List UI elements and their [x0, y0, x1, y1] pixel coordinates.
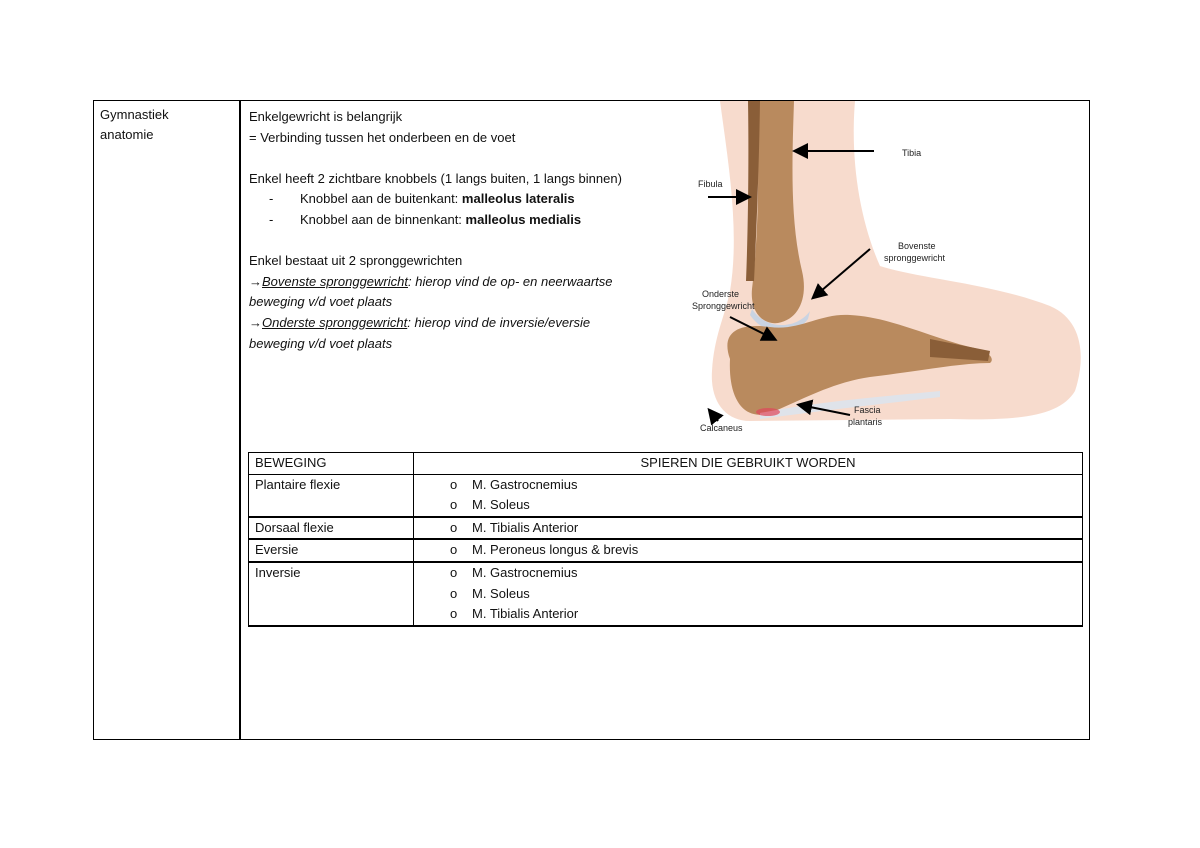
- bump-item-text: Knobbel aan de binnenkant:: [300, 211, 466, 227]
- bullet-icon: o: [450, 476, 458, 492]
- bump-item-term: malleolus lateralis: [461, 191, 575, 207]
- upper-joint-desc: : hierop vind de op- en neerwaartse: [407, 273, 613, 289]
- bumps-heading: Enkel heeft 2 zichtbare knobbels (1 lang…: [249, 170, 622, 186]
- list-item: o M. Tibialis Anterior: [420, 518, 1076, 539]
- muscles-cell: o M. Gastrocnemius o M. Soleus: [413, 473, 1083, 518]
- lower-joint-arrow: [729, 316, 778, 341]
- bullet-icon: o: [450, 564, 458, 580]
- muscles-cell: o M. Peroneus longus & brevis: [413, 538, 1083, 563]
- bullet-icon: o: [450, 606, 458, 622]
- list-item: o M. Tibialis Anterior: [420, 604, 1076, 625]
- muscle-name: M. Soleus: [472, 585, 530, 601]
- ankle-diagram: Tibia Fibula Bovenste spronggewricht Ond…: [692, 101, 1081, 433]
- upper-joint-name: Bovenste spronggewricht: [262, 273, 408, 289]
- fascia-label-1: Fascia: [854, 405, 881, 415]
- intro-line-1: Enkelgewricht is belangrijk: [249, 109, 403, 124]
- header-muscles: SPIEREN DIE GEBRUIKT WORDEN: [413, 452, 1083, 475]
- table-row: Dorsaal flexie o M. Tibialis Anterior: [248, 516, 1083, 541]
- muscles-cell: o M. Tibialis Anterior: [413, 516, 1083, 541]
- table-row: Eversie o M. Peroneus longus & brevis: [248, 538, 1083, 563]
- bump-item-1: - Knobbel aan de buitenkant: malleolus l…: [269, 189, 689, 210]
- muscle-name: M. Tibialis Anterior: [472, 606, 579, 622]
- movement-cell: Dorsaal flexie: [248, 516, 414, 541]
- muscles-cell: o M. Gastrocnemius o M. Soleus o M. Tibiali…: [413, 561, 1083, 627]
- list-item: o M. Soleus: [420, 584, 1076, 605]
- upper-joint-label-2: spronggewricht: [884, 253, 946, 263]
- list-item: o M. Gastrocnemius: [420, 563, 1076, 584]
- movement-cell: Plantaire flexie: [248, 473, 414, 518]
- subject-line-1: Gymnastiek: [100, 107, 169, 122]
- movement-cell: Inversie: [248, 561, 414, 627]
- bump-item-term: malleolus medialis: [465, 211, 582, 227]
- muscle-name: M. Peroneus longus & brevis: [472, 542, 639, 558]
- lower-joint-line: →Onderste spronggewricht: hierop vind de…: [249, 313, 689, 334]
- lower-joint-cont: beweging v/d voet plaats: [249, 335, 393, 351]
- header-movement: BEWEGING: [248, 452, 414, 475]
- muscle-name: M. Gastrocnemius: [472, 476, 578, 492]
- muscle-name: M. Gastrocnemius: [472, 564, 578, 580]
- movement-cell: Eversie: [248, 538, 414, 563]
- upper-joint-arrow: [810, 248, 871, 300]
- ankle-illustration: Tibia Fibula Bovenste spronggewricht Ond…: [690, 101, 1088, 433]
- notes-table: Gymnastiek anatomie Enkelgewricht is bel…: [93, 100, 1090, 740]
- arrow-icon: →: [249, 314, 262, 330]
- list-item: o M. Soleus: [420, 495, 1076, 516]
- bullet-icon: o: [450, 497, 458, 513]
- content-cell: Enkelgewricht is belangrijk = Verbinding…: [241, 101, 1089, 739]
- arrow-icon: →: [249, 273, 262, 289]
- list-item: o M. Peroneus longus & brevis: [420, 540, 1076, 561]
- table-row: Plantaire flexie o M. Gastrocnemius o M. S…: [248, 473, 1083, 518]
- fascia-label-2: plantaris: [848, 417, 883, 427]
- fascia-arrow: [796, 399, 851, 416]
- dash-marker: -: [269, 211, 274, 227]
- fibula-bone: [746, 101, 760, 281]
- lower-joint-label-2: Spronggewricht: [692, 301, 755, 311]
- lower-joint-name: Onderste spronggewricht: [262, 314, 408, 330]
- list-item: o M. Gastrocnemius: [420, 475, 1076, 496]
- toe-bones: [930, 339, 990, 361]
- notes-text: Enkelgewricht is belangrijk = Verbinding…: [249, 107, 689, 354]
- bump-item-2: - Knobbel aan de binnenkant: malleolus m…: [269, 210, 689, 231]
- foot-bones: [727, 314, 992, 415]
- calcaneus-arrow: [707, 407, 724, 426]
- fascia-highlight: [756, 408, 780, 416]
- bullet-icon: o: [450, 585, 458, 601]
- table-header-row: BEWEGING SPIEREN DIE GEBRUIKT WORDEN: [248, 452, 1083, 475]
- bullet-icon: o: [450, 519, 458, 535]
- muscle-table: BEWEGING SPIEREN DIE GEBRUIKT WORDEN Pla…: [248, 452, 1083, 627]
- upper-joint-line: →Bovenste spronggewricht: hierop vind de…: [249, 272, 689, 293]
- bullet-icon: o: [450, 542, 458, 558]
- intro-line-2: = Verbinding tussen het onderbeen en de …: [249, 129, 516, 145]
- muscle-name: M. Tibialis Anterior: [472, 519, 579, 535]
- subject-cell: Gymnastiek anatomie: [94, 101, 241, 739]
- upper-joint-cont: beweging v/d voet plaats: [249, 294, 393, 310]
- lower-joint-desc: : hierop vind de inversie/eversie: [407, 314, 591, 330]
- tibia-bone: [751, 101, 804, 324]
- tibia-label: Tibia: [902, 148, 921, 158]
- fibula-label: Fibula: [698, 179, 723, 189]
- muscle-name: M. Soleus: [472, 497, 530, 513]
- subject-line-2: anatomie: [100, 127, 154, 142]
- joints-heading: Enkel bestaat uit 2 spronggewrichten: [249, 253, 463, 269]
- upper-joint-label-1: Bovenste: [898, 241, 936, 251]
- calcaneus-label: Calcaneus: [700, 423, 743, 433]
- dash-marker: -: [269, 191, 274, 207]
- bump-item-text: Knobbel aan de buitenkant:: [300, 191, 462, 207]
- lower-joint-label-1: Onderste: [702, 289, 739, 299]
